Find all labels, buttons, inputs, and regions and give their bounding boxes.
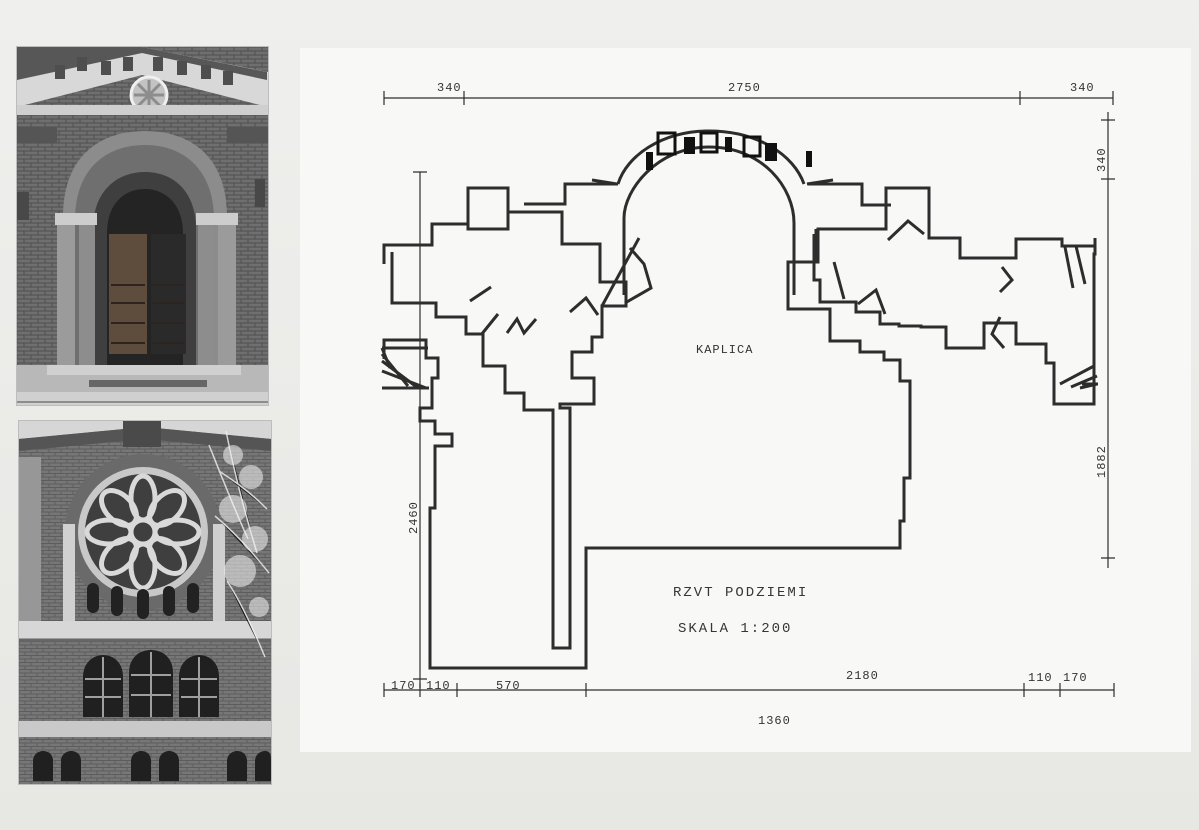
entrance-photo-image: [17, 47, 268, 405]
dimension-left-vertical: 2460: [407, 501, 421, 534]
floor-plan-svg: 340 2750 340 340 1882 2460 170 110 570 2…: [300, 48, 1191, 752]
facade-photo-image: [19, 421, 271, 784]
dimension-bottom-cut: 1360: [758, 714, 791, 728]
plan-title-line-1: RZVT PODZIEMI: [673, 585, 808, 601]
dimension-top-center: 2750: [728, 81, 761, 95]
dimension-bottom-2: 110: [426, 679, 451, 693]
dimension-bottom-4: 2180: [846, 669, 879, 683]
dimension-bottom-6: 170: [1063, 671, 1088, 685]
dimension-right-middle: 1882: [1095, 445, 1109, 478]
entrance-photo: [16, 46, 269, 406]
room-label: KAPLICA: [696, 343, 753, 357]
dimension-bottom-1: 170: [391, 679, 416, 693]
plan-title-line-2: SKALA 1:200: [678, 621, 792, 637]
dimension-bottom-3: 570: [496, 679, 521, 693]
dimension-top-right: 340: [1070, 81, 1095, 95]
dimension-right-upper: 340: [1095, 147, 1109, 172]
dimension-bottom-5: 110: [1028, 671, 1053, 685]
dimension-top-left: 340: [437, 81, 462, 95]
floor-plan-drawing: 340 2750 340 340 1882 2460 170 110 570 2…: [300, 48, 1191, 752]
facade-photo: [18, 420, 272, 785]
